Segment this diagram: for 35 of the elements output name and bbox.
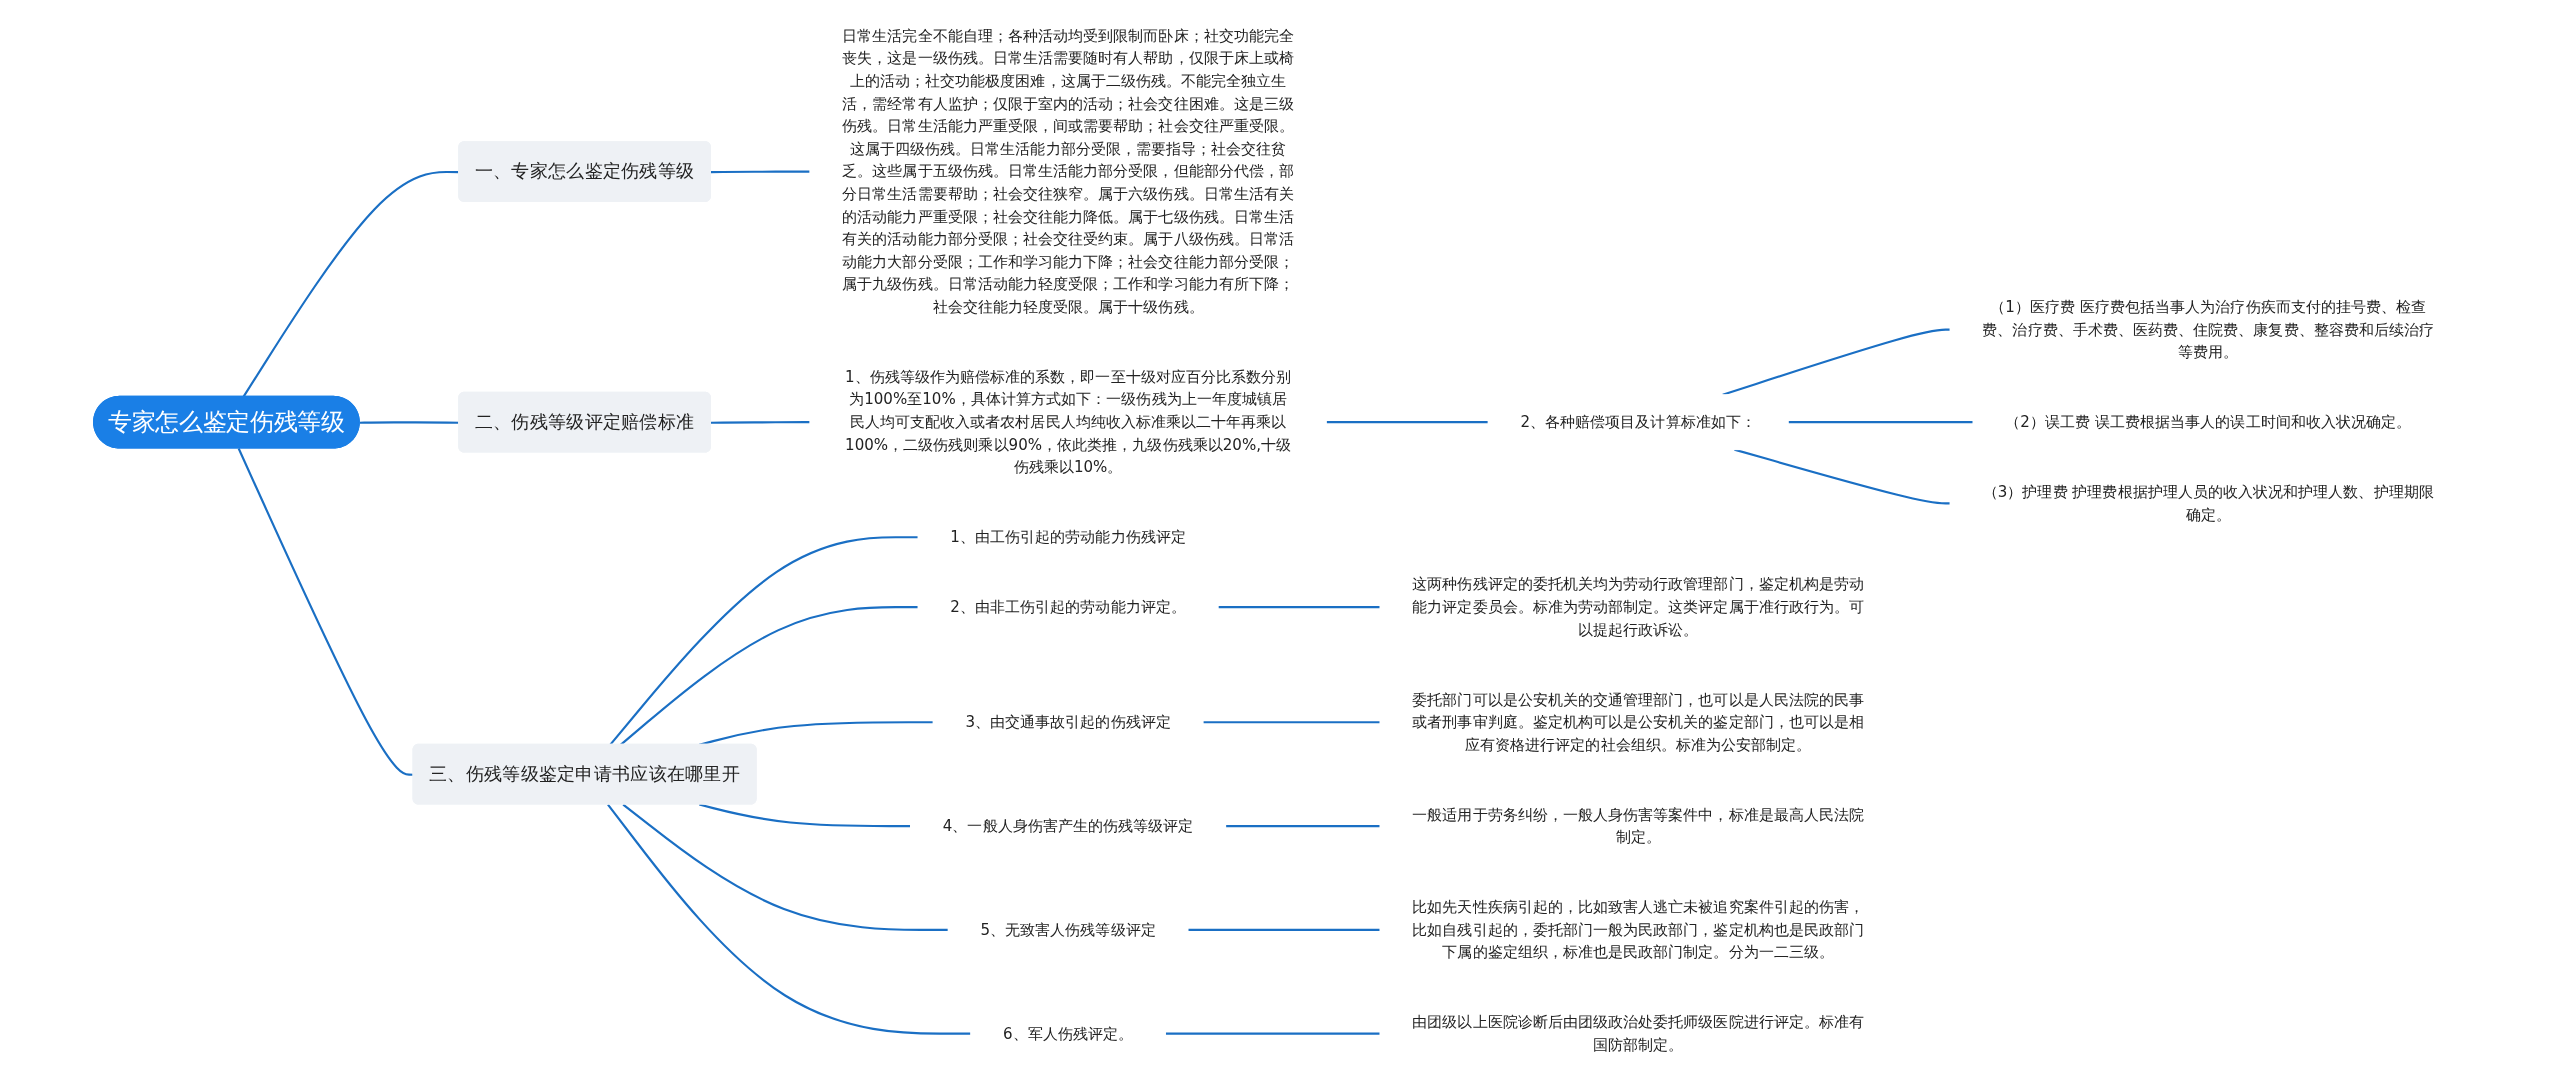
- node-text: 由团级以上医院诊断后由团级政治处委托师级医院进行评定。标准有国防部制定。: [1412, 1013, 1865, 1054]
- connector: [1788, 421, 1974, 424]
- node-text: 4、一般人身伤害产生的伤残等级评定: [942, 816, 1194, 835]
- connector: [237, 448, 414, 776]
- connector: [710, 421, 810, 424]
- node-text: （2）误工费 误工费根据当事人的误工时间和收入状况确定。: [2005, 413, 2412, 431]
- connector: [699, 803, 911, 828]
- node-text: （1）医疗费 医疗费包括当事人为治疗伤疾而支付的挂号费、检查费、治疗费、手术费、医药费、住院费、康复费、整容费和后续治疗等费用。: [1982, 297, 2435, 361]
- node-text: 1、伤残等级作为赔偿标准的系数，即一至十级对应百分比系数分别为100%至10%，具体计算方式如下：一级伤残为上一年度城镇居民人均可支配收入或者农村居民人均纯收入标准乘以二十年再乘以100%，二级伤残则乘以90%，依此类推，九级伤残乘以20%,十级伤残乘以10%。: [844, 367, 1292, 476]
- node-text: 2、由非工伤引起的劳动能力评定。: [950, 598, 1186, 616]
- node-text: 2、各种赔偿项目及计算标准如下：: [1520, 413, 1756, 431]
- node-text: （3）护理费 护理费根据护理人员的收入状况和护理人数、护理期限确定。: [1982, 482, 2434, 523]
- connector: [1225, 825, 1380, 828]
- node-text: 这两种伤残评定的委托机关均为劳动行政管理部门，鉴定机构是劳动能力评定委员会。标准为劳动部制定。这类评定属于准行政行为。可以提起行政诉讼。: [1412, 575, 1865, 638]
- connector: [1218, 606, 1380, 609]
- connector: [607, 803, 971, 1035]
- connector: [619, 606, 919, 746]
- connector: [699, 721, 934, 746]
- node-text: 6、军人伤残评定。: [1003, 1024, 1134, 1042]
- connector: [622, 803, 949, 931]
- connector: [609, 536, 919, 746]
- connector: [1326, 421, 1489, 424]
- node-text: 1、由工伤引起的劳动能力伤残评定: [950, 528, 1186, 546]
- node-text: 3、由交通事故引起的伤残评定: [965, 713, 1171, 731]
- node-text: 日常生活完全不能自理；各种活动均受到限制而卧床；社交功能完全丧失，这是一级伤残。日常生活需要随时有人帮助，仅限于床上或椅上的活动；社交功能极度困难，这属于二级伤残。不能完全独立生活，需经常有人监护；仅限于室内的活动；社会交往困难。这是三级伤残。日常生活能力严重受限，间或需要帮助；社会交往严重受限。这属于四级伤残。日常生活能力部分受限，需要指导；社会交往贫乏。这些属于五级伤残。日常生活能力部分受限，但能部分代偿，部分日常生活需要帮助；社会交往狭窄。属于六级伤残。日常生活有关的活动能力严重受限；社会交往能力降低。属于七级伤残。日常生活有关的活动能力部分受限；社会交往受约束。属于八级伤残。日常活动能力大部分受限；工作和学习能力下降；社会交往能力部分受限；属于九级伤残。日常活动能力轻度受限；工作和学习能力有所下降；社会交往能力轻度受限。属于十级伤残。: [842, 26, 1294, 316]
- connector: [1165, 1032, 1380, 1035]
- connector: [1188, 928, 1380, 931]
- connector: [1734, 448, 1951, 505]
- node-text: 比如先天性疾病引起的，比如致害人逃亡未被追究案件引起的伤害，比如自残引起的，委托部门一般为民政部门，鉴定机构也是民政部门下属的鉴定组织，标准也是民政部门制定。分为一二三级。: [1412, 898, 1865, 961]
- connector: [1722, 328, 1951, 396]
- node-text: 一般适用于劳务纠纷，一般人身伤害等案件中，标准是最高人民法院制定。: [1412, 805, 1865, 846]
- node-text: 5、无致害人伤残等级评定: [980, 920, 1156, 938]
- connector: [1203, 721, 1380, 724]
- node-text: 委托部门可以是公安机关的交通管理部门，也可以是人民法院的民事或者刑事审判庭。鉴定机构可以是公安机关的鉴定部门，也可以是相应有资格进行评定的社会组织。标准为公安部制定。: [1412, 690, 1865, 753]
- connector: [710, 170, 810, 174]
